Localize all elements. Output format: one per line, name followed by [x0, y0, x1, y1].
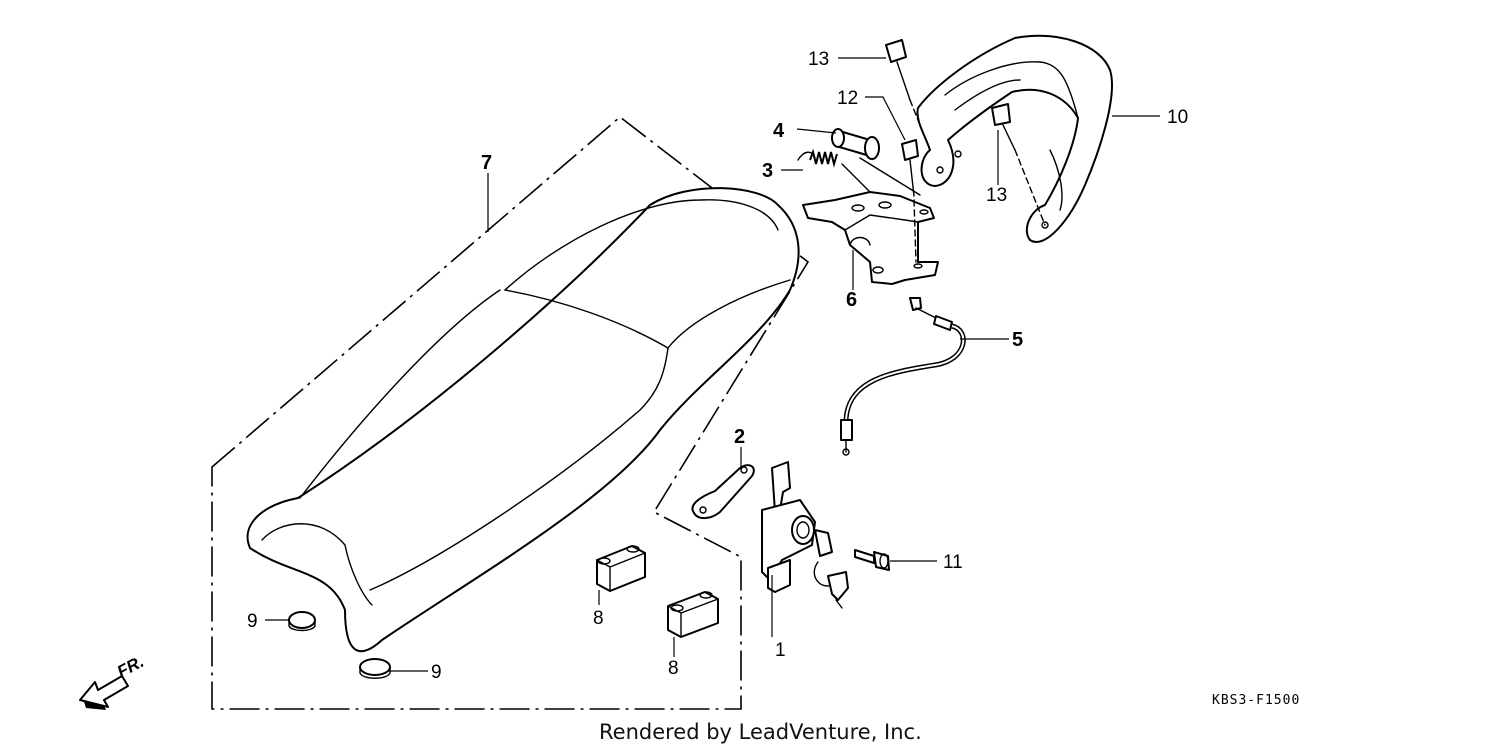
callout-12: 12	[837, 88, 858, 109]
lock-bracket-part	[802, 191, 939, 285]
arrow-left-down-icon	[79, 675, 129, 710]
cushion-block-lower	[667, 591, 719, 638]
callout-2: 2	[734, 426, 745, 448]
rubber-cap-upper	[288, 611, 316, 632]
diagram-code: KBS3-F1500	[1212, 693, 1300, 708]
callout-13-lower: 13	[986, 185, 1007, 206]
callout-9-lower: 9	[431, 662, 442, 683]
callout-5: 5	[1012, 329, 1023, 351]
bolt-13-lower-part	[991, 103, 1046, 226]
callout-11: 11	[943, 552, 963, 573]
lock-plate-part	[691, 464, 755, 520]
rubber-cap-lower	[359, 658, 391, 679]
collar-part	[831, 128, 921, 196]
callout-10: 10	[1167, 107, 1188, 128]
render-credit: Rendered by LeadVenture, Inc.	[599, 720, 922, 744]
grab-rail-part	[916, 34, 1113, 243]
bolt-13-upper-part	[885, 39, 931, 151]
callout-13-upper: 13	[808, 49, 829, 70]
callout-9-upper: 9	[247, 611, 258, 632]
seat-part	[246, 187, 800, 653]
callout-7: 7	[481, 152, 492, 174]
seat-lock-part	[761, 461, 849, 609]
leader-lines	[265, 57, 1160, 672]
callout-1: 1	[775, 640, 786, 661]
callout-6: 6	[846, 289, 857, 311]
seat-lock-cable-part	[840, 297, 966, 456]
cushion-block-upper	[596, 545, 646, 592]
spring-part	[797, 148, 871, 193]
callout-3: 3	[762, 160, 773, 182]
callout-8-lower: 8	[668, 658, 679, 679]
callout-4: 4	[773, 120, 785, 142]
bolt-12-part	[901, 139, 919, 263]
callout-8-upper: 8	[593, 608, 604, 629]
bolt-11-part	[854, 549, 890, 571]
seat-assembly-boundary	[211, 115, 810, 710]
